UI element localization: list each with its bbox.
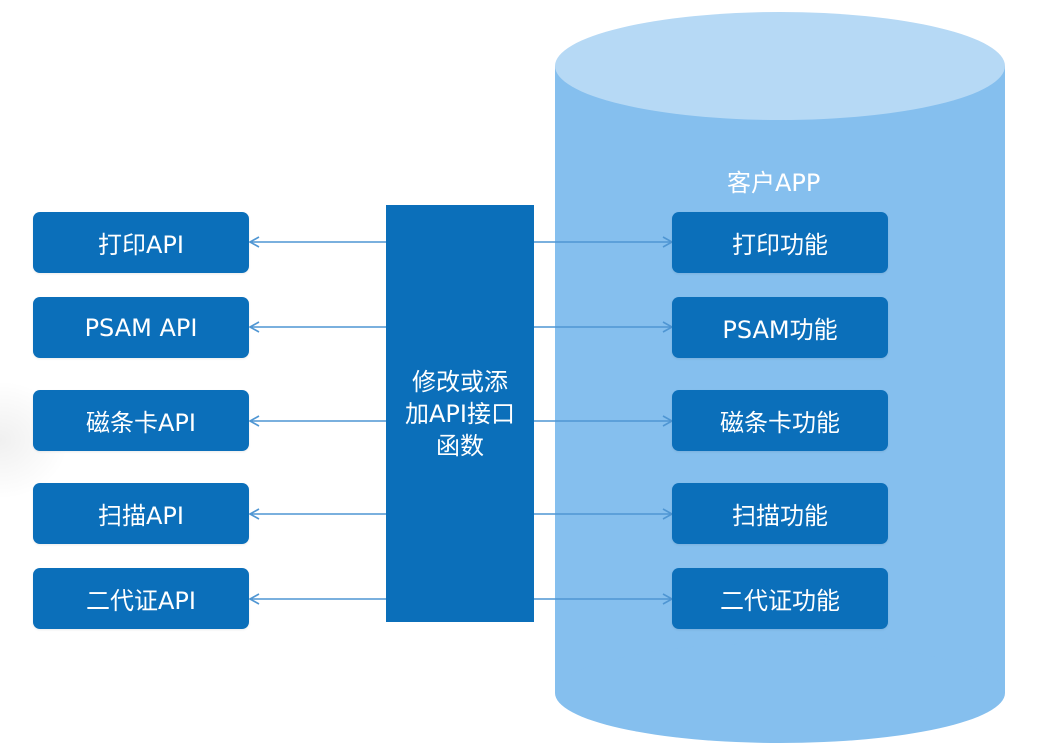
center-line-3: 函数	[436, 431, 484, 460]
app-cylinder	[555, 12, 1005, 743]
print-api-box: 打印API	[33, 212, 249, 273]
id-card-function-box: 二代证功能	[672, 568, 888, 629]
cylinder-bottom	[555, 643, 1005, 743]
psam-function-box: PSAM功能	[672, 297, 888, 358]
arrow-connections	[248, 236, 674, 605]
psam-api-box: PSAM API	[33, 297, 249, 358]
cylinder-top	[555, 12, 1005, 120]
magnetic-card-api-box: 磁条卡API	[33, 390, 249, 451]
center-line-1: 修改或添	[412, 367, 508, 396]
center-line-2: 加API接口	[405, 399, 515, 428]
scan-api-box: 扫描API	[33, 483, 249, 544]
scan-function-box: 扫描功能	[672, 483, 888, 544]
app-title: 客户APP	[727, 169, 821, 197]
print-function-box: 打印功能	[672, 212, 888, 273]
modify-add-api-box: 修改或添 加API接口 函数	[386, 205, 534, 622]
id-card-api-box: 二代证API	[33, 568, 249, 629]
magnetic-card-function-box: 磁条卡功能	[672, 390, 888, 451]
